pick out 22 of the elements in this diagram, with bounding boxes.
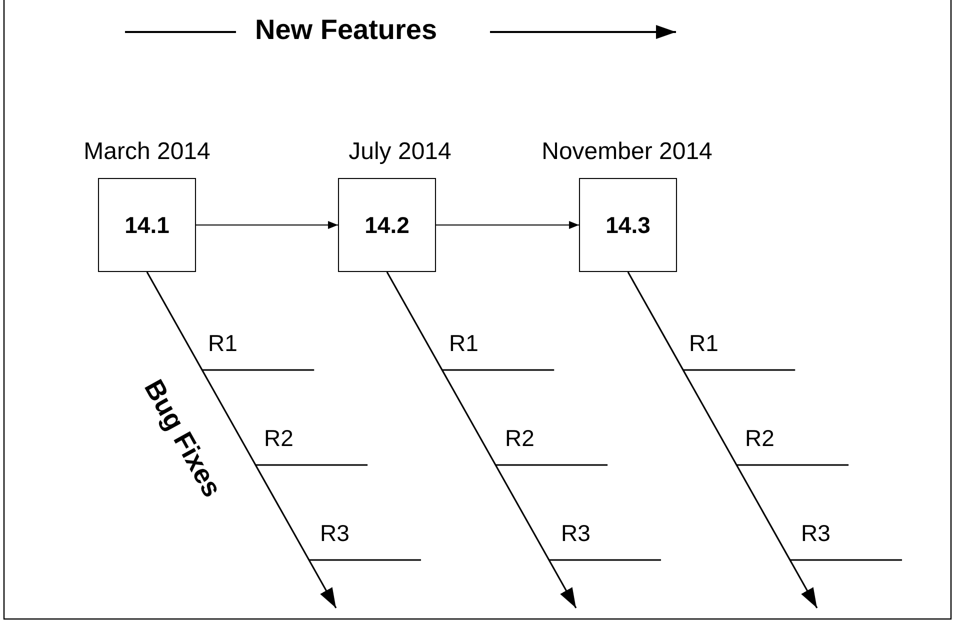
release-label: R1: [208, 330, 238, 357]
bug-fix-arrow: [146, 272, 337, 608]
version-box: 14.3: [579, 178, 677, 272]
release-label: R1: [449, 330, 478, 357]
release-label: R3: [320, 520, 350, 547]
arrow: [436, 221, 580, 229]
release-label: R2: [745, 425, 774, 452]
bug-fix-arrow: [627, 272, 818, 608]
release-label: R3: [561, 520, 590, 547]
version-box: 14.1: [98, 178, 196, 272]
axis-label: Bug Fixes: [138, 374, 228, 502]
version-box: 14.2: [338, 178, 436, 272]
release-label: R1: [689, 330, 718, 357]
release-label: R2: [505, 425, 534, 452]
heading: New Features: [255, 14, 438, 46]
release-date: July 2014: [348, 138, 452, 166]
arrow: [196, 221, 338, 229]
bug-fix-arrow: [386, 272, 577, 608]
release-date: March 2014: [84, 138, 210, 166]
release-date: November 2014: [542, 138, 712, 166]
release-label: R3: [801, 520, 830, 547]
release-label: R2: [264, 425, 294, 452]
